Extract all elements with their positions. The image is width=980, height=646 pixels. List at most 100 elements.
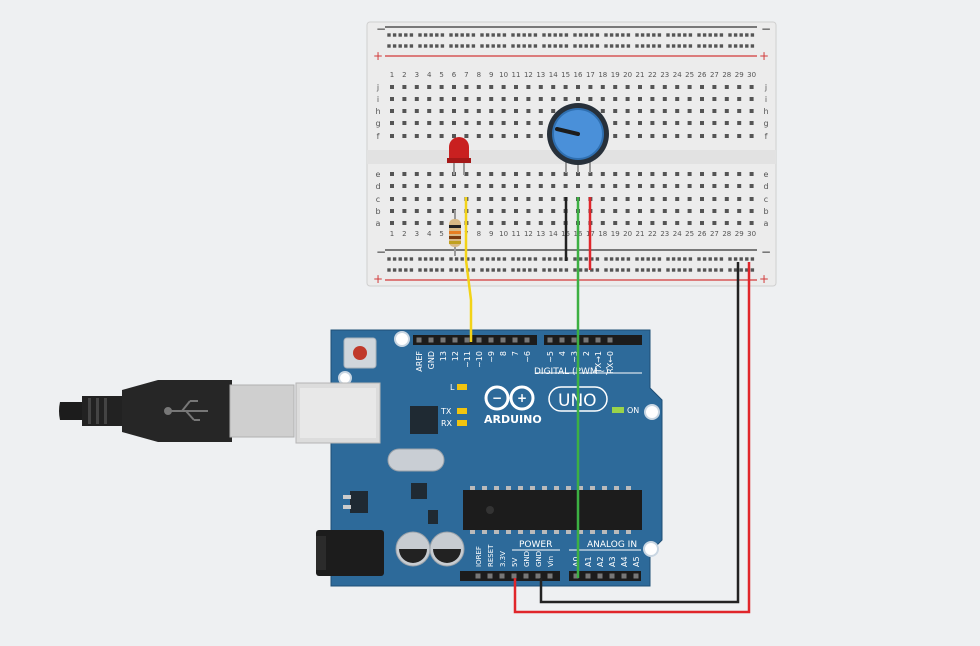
rail-hole[interactable] bbox=[584, 257, 588, 261]
breadboard-hole[interactable] bbox=[600, 184, 605, 188]
digital-pin-hole[interactable] bbox=[512, 337, 518, 343]
breadboard-hole[interactable] bbox=[501, 109, 506, 113]
breadboard-hole[interactable] bbox=[625, 184, 630, 188]
rail-hole[interactable] bbox=[404, 33, 408, 37]
breadboard-hole[interactable] bbox=[514, 121, 518, 125]
breadboard-hole[interactable] bbox=[427, 134, 432, 138]
rail-hole[interactable] bbox=[502, 268, 507, 272]
rail-hole[interactable] bbox=[449, 268, 453, 272]
rail-hole[interactable] bbox=[677, 257, 681, 261]
power-pin-hole[interactable] bbox=[499, 573, 505, 579]
breadboard-hole[interactable] bbox=[675, 221, 680, 225]
rail-hole[interactable] bbox=[733, 268, 738, 272]
rail-hole[interactable] bbox=[418, 257, 422, 261]
rail-hole[interactable] bbox=[745, 268, 749, 272]
rail-hole[interactable] bbox=[404, 268, 408, 272]
breadboard-hole[interactable] bbox=[489, 134, 494, 138]
breadboard-hole[interactable] bbox=[662, 221, 667, 225]
breadboard-hole[interactable] bbox=[724, 121, 729, 125]
digital-pin-hole[interactable] bbox=[476, 337, 482, 343]
breadboard-hole[interactable] bbox=[439, 184, 444, 188]
yellow-wire[interactable] bbox=[464, 197, 473, 342]
breadboard-hole[interactable] bbox=[600, 209, 605, 213]
rail-hole[interactable] bbox=[719, 44, 724, 48]
red-wire-5v[interactable] bbox=[513, 262, 751, 614]
breadboard-hole[interactable] bbox=[526, 121, 531, 125]
rail-hole[interactable] bbox=[423, 44, 428, 48]
breadboard-hole[interactable] bbox=[402, 85, 407, 89]
rail-hole[interactable] bbox=[621, 33, 625, 37]
breadboard-hole[interactable] bbox=[712, 197, 717, 201]
breadboard-hole[interactable] bbox=[588, 184, 593, 188]
digital-header-left[interactable] bbox=[413, 335, 537, 345]
breadboard-hole[interactable] bbox=[712, 85, 717, 89]
breadboard-hole[interactable] bbox=[613, 97, 618, 101]
rail-hole[interactable] bbox=[657, 257, 662, 261]
rail-hole[interactable] bbox=[440, 268, 445, 272]
breadboard-hole[interactable] bbox=[724, 97, 729, 101]
breadboard-hole[interactable] bbox=[427, 172, 432, 176]
rail-hole[interactable] bbox=[440, 257, 445, 261]
breadboard-hole[interactable] bbox=[749, 197, 754, 201]
rail-hole[interactable] bbox=[511, 44, 515, 48]
breadboard-hole[interactable] bbox=[476, 85, 481, 89]
breadboard-hole[interactable] bbox=[551, 209, 556, 213]
rail-hole[interactable] bbox=[573, 268, 577, 272]
breadboard-hole[interactable] bbox=[638, 197, 642, 201]
breadboard-hole[interactable] bbox=[414, 134, 419, 138]
rail-hole[interactable] bbox=[573, 33, 577, 37]
rail-hole[interactable] bbox=[745, 33, 749, 37]
rail-hole[interactable] bbox=[466, 44, 470, 48]
breadboard-hole[interactable] bbox=[514, 97, 518, 101]
breadboard-hole[interactable] bbox=[526, 172, 531, 176]
breadboard-hole[interactable] bbox=[476, 184, 481, 188]
rail-hole[interactable] bbox=[491, 33, 495, 37]
rail-hole[interactable] bbox=[440, 44, 445, 48]
breadboard-hole[interactable] bbox=[712, 97, 717, 101]
breadboard-hole[interactable] bbox=[662, 109, 667, 113]
rail-hole[interactable] bbox=[429, 268, 433, 272]
breadboard-hole[interactable] bbox=[687, 172, 692, 176]
rail-hole[interactable] bbox=[671, 257, 676, 261]
breadboard-hole[interactable] bbox=[662, 184, 667, 188]
power-pin-holes[interactable] bbox=[475, 573, 639, 579]
rail-hole[interactable] bbox=[750, 268, 755, 272]
breadboard-hole[interactable] bbox=[662, 97, 667, 101]
rail-hole[interactable] bbox=[449, 44, 453, 48]
rail-hole[interactable] bbox=[697, 268, 701, 272]
usb-cable[interactable] bbox=[59, 380, 295, 442]
rail-hole[interactable] bbox=[409, 44, 414, 48]
rail-hole[interactable] bbox=[573, 257, 577, 261]
rail-hole[interactable] bbox=[547, 44, 552, 48]
rail-hole[interactable] bbox=[677, 33, 681, 37]
rail-hole[interactable] bbox=[590, 268, 594, 272]
rail-hole[interactable] bbox=[564, 44, 569, 48]
rail-hole[interactable] bbox=[590, 33, 594, 37]
breadboard-hole[interactable] bbox=[675, 109, 680, 113]
rail-hole[interactable] bbox=[502, 257, 507, 261]
rail-hole[interactable] bbox=[423, 33, 428, 37]
rail-hole[interactable] bbox=[683, 44, 687, 48]
breadboard-hole[interactable] bbox=[427, 109, 432, 113]
breadboard-hole[interactable] bbox=[526, 197, 531, 201]
rail-hole[interactable] bbox=[640, 44, 645, 48]
rail-hole[interactable] bbox=[714, 44, 718, 48]
arduino-uno-board[interactable]: L TX RX ON − + ARDUINO UNO DIGITAL (PWM~… bbox=[295, 329, 663, 587]
breadboard-hole[interactable] bbox=[625, 109, 630, 113]
rail-hole[interactable] bbox=[404, 44, 408, 48]
rail-hole[interactable] bbox=[418, 33, 422, 37]
breadboard-hole[interactable] bbox=[538, 121, 543, 125]
breadboard-hole[interactable] bbox=[687, 109, 692, 113]
rail-hole[interactable] bbox=[559, 33, 563, 37]
breadboard-hole[interactable] bbox=[563, 85, 568, 89]
breadboard-hole[interactable] bbox=[514, 184, 518, 188]
breadboard-hole[interactable] bbox=[551, 97, 556, 101]
analog-pin-hole[interactable] bbox=[633, 573, 639, 579]
digital-pin-hole[interactable] bbox=[583, 337, 589, 343]
rail-hole[interactable] bbox=[454, 257, 459, 261]
rail-hole[interactable] bbox=[409, 257, 414, 261]
breadboard-hole[interactable] bbox=[687, 134, 692, 138]
breadboard-hole[interactable] bbox=[600, 85, 605, 89]
breadboard-hole[interactable] bbox=[613, 121, 618, 125]
breadboard-hole[interactable] bbox=[625, 221, 630, 225]
